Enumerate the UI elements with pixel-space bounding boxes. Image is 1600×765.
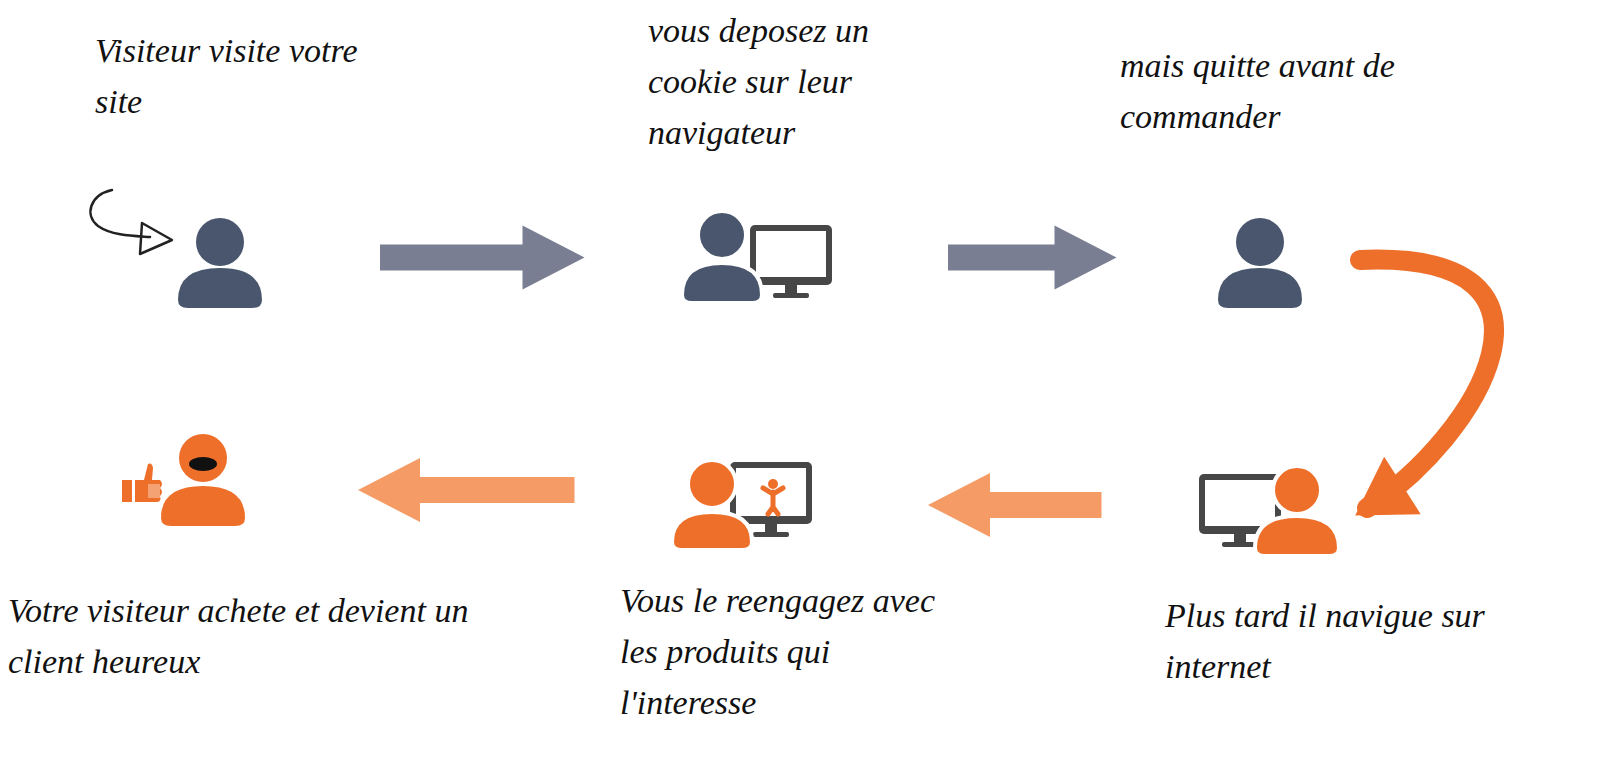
flow-arrow — [948, 226, 1117, 290]
flow-arrow — [928, 473, 1102, 537]
person-step: Visiteur visite votre site — [170, 210, 270, 310]
step-caption: Vous le reengagez avec les produits qui … — [620, 575, 960, 728]
person-step: Votre visiteur achete et devient un clie… — [118, 428, 248, 528]
step-caption: Visiteur visite votre site — [95, 25, 365, 127]
person-step: vous deposez un cookie sur leur navigate… — [678, 205, 838, 305]
person-icon — [668, 452, 818, 552]
person-icon — [678, 205, 838, 305]
person-icon — [1210, 210, 1310, 310]
step-caption: vous deposez un cookie sur leur navigate… — [648, 5, 933, 158]
flow-arrow — [1355, 457, 1420, 516]
person-step: Plus tard il navigue sur internet — [1195, 458, 1345, 558]
step-caption: Votre visiteur achete et devient un clie… — [8, 585, 488, 687]
flow-arrow — [358, 458, 575, 522]
hand-drawn-pointer-head — [140, 223, 172, 254]
person-icon — [170, 210, 270, 310]
person-icon — [1195, 458, 1345, 558]
step-caption: mais quitte avant de commander — [1120, 40, 1450, 142]
person-step: Vous le reengagez avec les produits qui … — [668, 452, 818, 552]
person-icon — [118, 428, 248, 528]
step-caption: Plus tard il navigue sur internet — [1165, 590, 1545, 692]
person-step: mais quitte avant de commander — [1210, 210, 1310, 310]
flow-arrow — [380, 226, 585, 290]
